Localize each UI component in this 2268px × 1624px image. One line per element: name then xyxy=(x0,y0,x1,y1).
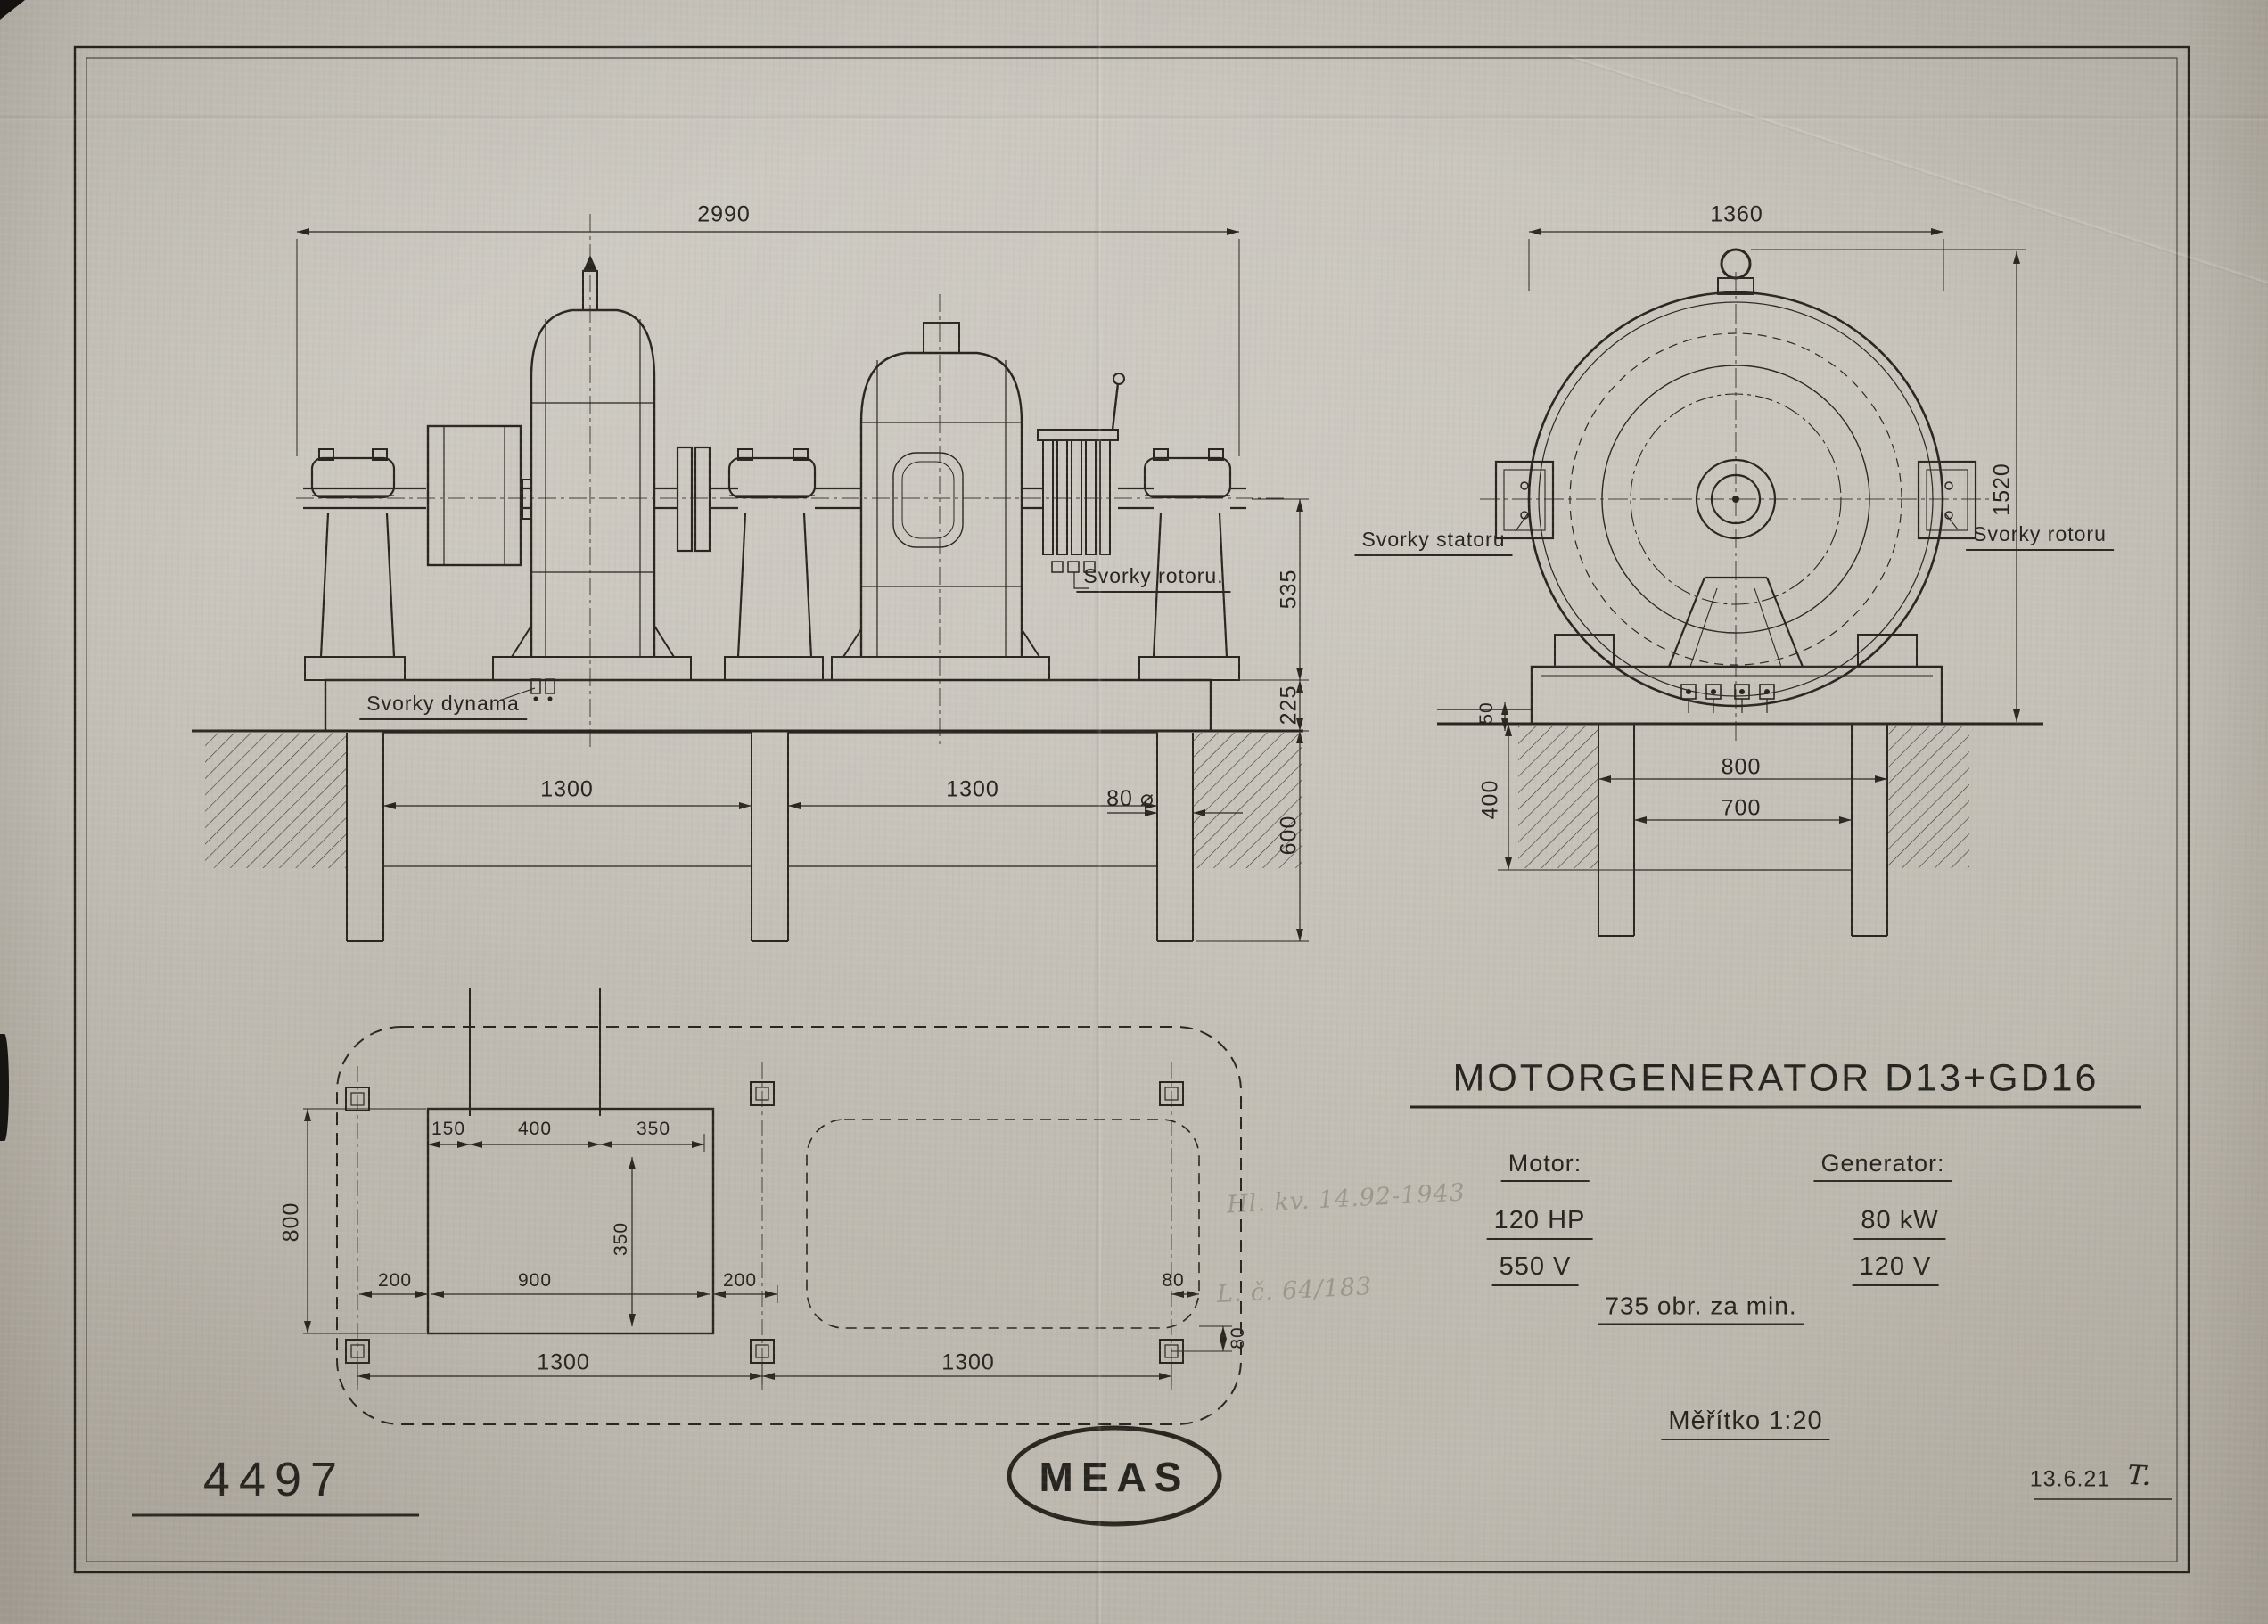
bearing-pedestal-middle xyxy=(727,448,817,658)
dim-200-left: 200 xyxy=(377,1270,413,1291)
dim-span-right: 1300 xyxy=(946,776,999,802)
dim-200-right: 200 xyxy=(722,1270,758,1291)
dim-foundation-depth: 600 xyxy=(1276,815,1302,856)
motor-column-header: Motor: xyxy=(1500,1150,1590,1182)
generator-column-header: Generator: xyxy=(1813,1150,1952,1182)
label-stator-terminals: Svorky statoru xyxy=(1354,528,1513,556)
label-rotor-terminals-end: Svorky rotoru xyxy=(1966,522,2114,551)
dim-end-base-width: 800 xyxy=(1721,754,1762,780)
label-rotor-terminals-side: Svorky rotoru. xyxy=(1076,564,1231,593)
end-view-centerlines xyxy=(1480,272,1992,742)
label-dynamo-terminals: Svorky dynama xyxy=(359,692,527,720)
dim-end-height: 1520 xyxy=(1989,463,2015,516)
meas-logo-text: MEAS xyxy=(1039,1454,1190,1500)
brush-gear xyxy=(1037,373,1125,589)
dim-350-h: 350 xyxy=(636,1119,671,1139)
dim-shaft-height: 535 xyxy=(1276,569,1302,610)
end-bedplate xyxy=(1530,665,1943,724)
dim-overall-length: 2990 xyxy=(697,201,751,227)
dim-1300-plan-left: 1300 xyxy=(537,1349,590,1375)
stator-terminal-box xyxy=(1494,460,1555,540)
dim-80-v: 80 xyxy=(1228,1326,1248,1349)
dim-grout: 50 xyxy=(1476,701,1497,725)
meas-logo-ellipse xyxy=(1007,1425,1222,1527)
dim-1300-plan-right: 1300 xyxy=(941,1349,995,1375)
date-initials: T. xyxy=(2126,1459,2153,1493)
motor-body xyxy=(842,322,1040,658)
title-block-rules xyxy=(132,1105,2172,1527)
edge-smudge xyxy=(0,1034,9,1141)
bearing-pedestal-right xyxy=(1143,448,1232,658)
end-pedestal xyxy=(1554,576,1918,668)
end-view-dimensions xyxy=(1498,228,2026,871)
drawing-number: 4497 xyxy=(202,1453,347,1506)
generator-body xyxy=(511,255,675,658)
generator-power: 80 kW xyxy=(1853,1206,1946,1240)
dim-end-width: 1360 xyxy=(1710,201,1763,227)
foundation-block-outline xyxy=(426,1107,715,1335)
coupling-disc xyxy=(694,446,711,553)
dim-end-foundation-depth: 400 xyxy=(1477,779,1503,820)
anchor-bolts xyxy=(345,1081,1184,1364)
terminal-stud-row xyxy=(1680,684,1775,713)
drawing-date: 13.6.21 xyxy=(2029,1466,2111,1492)
generator-voltage: 120 V xyxy=(1852,1252,1939,1286)
dim-400: 400 xyxy=(517,1119,553,1139)
flywheel xyxy=(426,424,532,567)
side-view-dimensions xyxy=(296,228,1309,942)
side-elevation-view xyxy=(192,214,1309,942)
end-view xyxy=(1437,228,2043,937)
speed-note: 735 obr. za min. xyxy=(1598,1292,1804,1325)
scale-note: Měřítko 1:20 xyxy=(1661,1407,1830,1440)
motor-power: 120 HP xyxy=(1486,1206,1593,1240)
dim-350-v: 350 xyxy=(611,1221,631,1257)
dim-bolt-diameter: 80 ⌀ xyxy=(1106,786,1155,811)
dynamo-terminals-detail xyxy=(498,678,555,701)
drawing-title: MOTORGENERATOR D13+GD16 xyxy=(1452,1056,2100,1100)
centerlines xyxy=(296,214,1284,749)
dim-800-plan: 800 xyxy=(278,1202,304,1243)
motor-voltage: 550 V xyxy=(1491,1252,1579,1286)
shaft xyxy=(303,487,1246,510)
drawing-frame xyxy=(73,45,2190,1574)
end-foundation xyxy=(1598,724,1888,937)
lifting-eye xyxy=(1717,248,1754,295)
coupling-disc xyxy=(676,446,694,553)
bolt-centerlines xyxy=(357,1062,1172,1390)
dim-80-h: 80 xyxy=(1162,1270,1185,1291)
dim-end-foundation-width: 700 xyxy=(1721,795,1762,821)
bearing-pedestal-left xyxy=(310,448,396,658)
plan-view xyxy=(303,988,1242,1425)
rotor-terminal-box xyxy=(1917,460,1977,540)
plan-view-dimensions xyxy=(303,1108,1232,1385)
dim-900: 900 xyxy=(517,1270,553,1291)
dim-base-thickness: 225 xyxy=(1276,685,1302,726)
dim-span-left: 1300 xyxy=(540,776,594,802)
dim-150: 150 xyxy=(431,1119,466,1139)
projection-lines xyxy=(469,988,601,1116)
